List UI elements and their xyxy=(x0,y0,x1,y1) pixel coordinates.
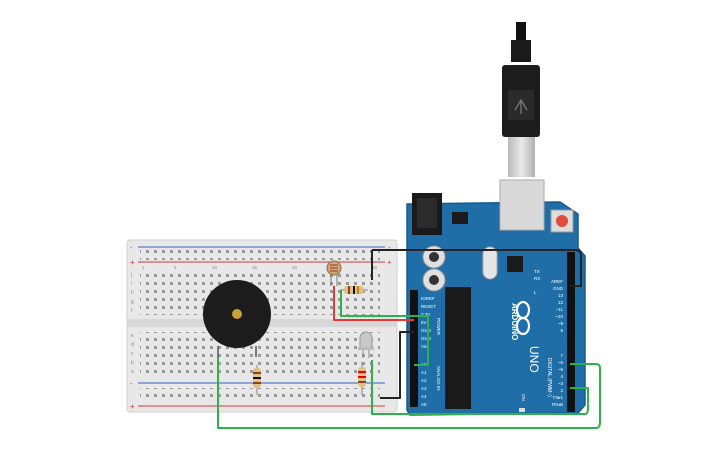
wire-red-5v[interactable] xyxy=(333,286,414,321)
row-letter: e xyxy=(131,333,134,339)
on-label: ON xyxy=(521,394,526,401)
reset-button-icon[interactable] xyxy=(550,209,574,233)
col-number: 1 xyxy=(142,265,145,270)
row-letter: f xyxy=(131,308,133,314)
pin-label: 13 xyxy=(558,293,564,298)
resistor-icon[interactable] xyxy=(358,362,366,395)
pin-label: 2 xyxy=(560,388,563,393)
wire-green-buzzer[interactable] xyxy=(217,357,601,429)
col-number: 10 xyxy=(212,265,218,270)
row-letter: a xyxy=(131,369,134,375)
resistor-icon[interactable] xyxy=(340,286,368,294)
row-letter: b xyxy=(131,360,134,366)
usb-plug-icon[interactable] xyxy=(502,22,540,177)
arduino-model: UNO xyxy=(527,346,541,373)
wire-green-ldr[interactable] xyxy=(340,290,429,366)
pin-label: 8 xyxy=(560,328,563,333)
led-label: TX xyxy=(534,269,540,274)
pin-label: A2 xyxy=(421,378,427,383)
pin-label: ~10 xyxy=(555,314,563,319)
row-letter: c xyxy=(131,351,134,357)
pin-label: A3 xyxy=(421,386,427,391)
pin-label: 5V xyxy=(421,320,427,325)
resistor-icon[interactable] xyxy=(253,365,261,395)
pin-label: ~6 xyxy=(558,360,564,365)
power-title: POWER xyxy=(436,318,441,336)
pin-label: 4 xyxy=(560,374,563,379)
pin-label: RESET xyxy=(421,304,436,309)
col-number: 5 xyxy=(174,265,177,270)
row-letter: i xyxy=(131,281,132,287)
pin-label: GND xyxy=(553,286,564,291)
col-number: 30 xyxy=(372,265,378,270)
analog-title: ANALOG IN xyxy=(436,366,441,391)
pin-label: ~3 xyxy=(558,381,564,386)
buzzer-icon[interactable] xyxy=(203,280,271,357)
rail-minus-label-bottom: - xyxy=(130,379,133,388)
rail-plus-label-right: + xyxy=(387,258,392,267)
col-number: 15 xyxy=(252,265,258,270)
pin-label: TX▸1 xyxy=(552,395,563,400)
pin-label: IOREF xyxy=(421,296,435,301)
row-letter: j xyxy=(130,272,132,278)
wire-black-gnd[interactable] xyxy=(372,249,582,287)
pin-label: GND xyxy=(421,336,432,341)
pin-label: ~9 xyxy=(558,321,564,326)
arduino-brand: ARDUINO xyxy=(510,303,519,340)
pin-label: 12 xyxy=(558,300,564,305)
arduino-uno-board[interactable]: ARDUINO UNO IOREF RESET 3.3V 5V GND GND … xyxy=(406,179,586,416)
pin-label: GND xyxy=(421,328,432,333)
rail-plus-label-bottom: + xyxy=(130,402,135,411)
pin-label: RX◂0 xyxy=(552,402,564,407)
pin-label: A5 xyxy=(421,402,427,407)
row-letter: g xyxy=(131,299,134,305)
row-letter: h xyxy=(131,290,134,296)
pin-label: A1 xyxy=(421,370,427,375)
photoresistor-icon[interactable] xyxy=(326,260,342,286)
rail-minus-label: - xyxy=(130,243,133,252)
col-number: 20 xyxy=(292,265,298,270)
pin-label: AREF xyxy=(551,279,563,284)
rail-plus-label: + xyxy=(130,258,135,267)
pin-label: 3.3V xyxy=(421,312,430,317)
pin-label: ~5 xyxy=(558,367,564,372)
pin-label: A4 xyxy=(421,394,427,399)
wire-black-gnd2[interactable] xyxy=(380,331,414,399)
led-icon[interactable] xyxy=(358,331,374,358)
row-letter: d xyxy=(131,342,134,348)
pin-label: Vin xyxy=(421,344,428,349)
digital-title: DIGITAL (PWM~) xyxy=(546,358,552,397)
pin-label: ~11 xyxy=(556,307,564,312)
rail-minus-label-right: - xyxy=(388,243,391,252)
pin-label: 7 xyxy=(560,353,563,358)
led-label: RX xyxy=(534,276,540,281)
led-label: L xyxy=(534,290,537,295)
wire-green-led[interactable] xyxy=(371,360,589,415)
